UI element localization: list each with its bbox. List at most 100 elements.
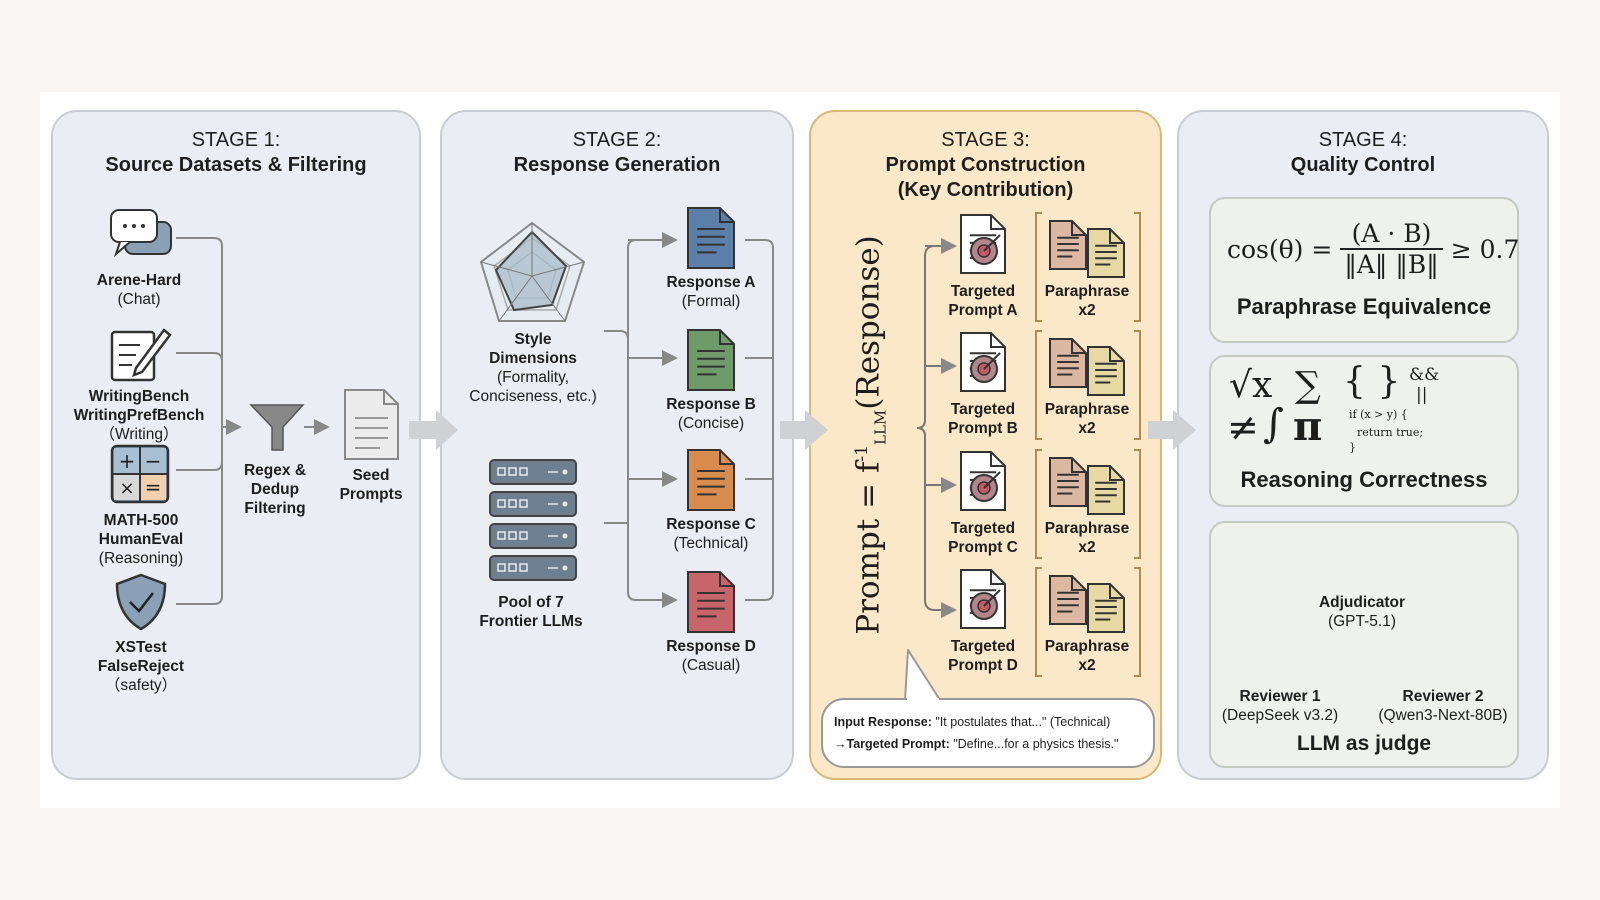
source-name-2: FalseReject — [97, 658, 185, 675]
stage3-subtitle2: (Key Contribution) — [897, 179, 1074, 201]
target-document-icon — [960, 451, 1006, 511]
svg-text:−: − — [145, 449, 162, 473]
targeted-prompt-line: Targeted — [950, 520, 1016, 537]
source-name: MATH-500 — [103, 512, 179, 529]
document-pen-icon — [110, 328, 172, 382]
paraphrase-bracket — [1035, 330, 1141, 440]
cos-lhs: cos(θ) = — [1227, 234, 1333, 264]
stage1-title: STAGE 1: — [191, 129, 281, 151]
paraphrase-line: Paraphrase — [1044, 520, 1130, 537]
paraphrase-line: Paraphrase — [1044, 401, 1130, 418]
formula-sub: LLM — [871, 409, 890, 446]
sum-symbol: ∑ — [1295, 365, 1321, 406]
source-category: (Chat) — [117, 291, 161, 308]
paraphrase-equivalence-box: cos(θ) = (A · B) ‖A‖ ‖B‖ ≥ 0.7 Paraphras… — [1209, 197, 1519, 343]
stage1-connectors — [176, 237, 330, 605]
stage1-header: STAGE 1: Source Datasets & Filtering — [53, 128, 419, 178]
source-xstest: XSTest FalseReject （safety） — [98, 638, 184, 695]
llm-pool-label: Pool of 7 Frontier LLMs — [479, 593, 582, 631]
llm-judge-title: LLM as judge — [1296, 732, 1432, 755]
example-callout — [821, 649, 1155, 768]
sqrt-symbol: √x — [1229, 365, 1273, 406]
svg-text:=: = — [145, 475, 162, 499]
code-line-3: } — [1349, 441, 1356, 454]
paraphrase-bracket — [1035, 212, 1141, 322]
shield-check-icon — [115, 573, 167, 631]
neq-symbol: ≠ — [1227, 405, 1259, 449]
source-writingbench: WritingBench WritingPrefBench （Writing） — [74, 387, 205, 444]
adjudicator-model: (GPT-5.1) — [1327, 613, 1397, 630]
paraphrase-label: Paraphrase x2 — [1045, 519, 1129, 557]
targeted-prompt-icons — [960, 212, 1141, 677]
and-symbol: && — [1409, 365, 1440, 385]
targeted-prompt-line: Prompt A — [948, 302, 1018, 319]
reasoning-correctness-box: √x ∑ { } && || ≠ ∫ π if (x > y) { return… — [1209, 355, 1519, 507]
response-style: (Technical) — [673, 535, 749, 552]
response-style: (Concise) — [677, 415, 745, 432]
stage4-header: STAGE 4: Quality Control — [1179, 128, 1547, 178]
formula-left: Prompt = f — [850, 461, 887, 635]
paraphrase-document-icon — [1049, 457, 1087, 507]
calculator-icon: + − × = — [110, 444, 170, 504]
response-document-icon — [687, 449, 735, 511]
paraphrase-line: x2 — [1078, 539, 1096, 556]
paraphrase-document-icon — [1049, 575, 1087, 625]
filter-label: Regex & Dedup Filtering — [244, 461, 306, 518]
adjudicator-label: Adjudicator (GPT-5.1) — [1319, 593, 1405, 631]
style-dimensions-label: Style Dimensions (Formality, Conciseness… — [469, 330, 597, 406]
filter-label-line: Regex & — [243, 462, 307, 479]
server-stack-icon — [489, 459, 577, 581]
source-name: XSTest — [115, 639, 167, 656]
stage3-title: STAGE 3: — [941, 129, 1030, 151]
braces-symbol: { } — [1343, 361, 1401, 402]
response-label: Response D(Casual) — [666, 637, 756, 675]
reviewer-1-model: (DeepSeek v3.2) — [1221, 707, 1339, 724]
stage3-brace — [916, 238, 957, 618]
paraphrase-equivalence-title: Paraphrase Equivalence — [1236, 294, 1492, 319]
paraphrase-line: Paraphrase — [1044, 638, 1130, 655]
paraphrase-document-icon — [1087, 228, 1125, 278]
seed-prompts-label: Seed Prompts — [340, 466, 403, 504]
response-style: (Formal) — [681, 293, 741, 310]
pool-label-line: Pool of 7 — [498, 594, 564, 611]
style-label-line: Style — [514, 331, 552, 348]
paraphrase-document-icon — [1087, 583, 1125, 633]
integral-symbol: ∫ — [1263, 401, 1284, 447]
response-document-icon — [687, 571, 735, 633]
paraphrase-label: Paraphrase x2 — [1045, 400, 1129, 438]
stage4-title: STAGE 4: — [1318, 129, 1408, 151]
formula-right: (Response) — [850, 235, 887, 410]
target-document-icon — [960, 569, 1006, 629]
response-label: Response A(Formal) — [666, 273, 755, 311]
reviewer-1-name: Reviewer 1 — [1239, 688, 1321, 705]
paraphrase-bracket — [1035, 449, 1141, 559]
stage2-subtitle: Response Generation — [513, 154, 721, 176]
targeted-prompt-line: Targeted — [950, 638, 1016, 655]
response-label: Response B(Concise) — [666, 395, 756, 433]
targeted-prompt-line: Targeted — [950, 283, 1016, 300]
paraphrase-line: x2 — [1078, 302, 1096, 319]
stage3-subtitle: Prompt Construction — [885, 154, 1086, 176]
targeted-prompt-line: Targeted — [950, 401, 1016, 418]
seed-label-line: Seed — [352, 467, 390, 484]
filter-label-line: Filtering — [244, 500, 306, 517]
stage1-to-stage2-arrow — [409, 410, 458, 450]
source-math-500: MATH-500 HumanEval (Reasoning) — [99, 511, 183, 568]
inverse-formula: Prompt = f-1LLM(Response) — [850, 235, 889, 635]
paraphrase-document-icon — [1087, 346, 1125, 396]
cos-fraction: (A · B) ‖A‖ ‖B‖ — [1340, 219, 1443, 279]
paraphrase-line: Paraphrase — [1044, 283, 1130, 300]
style-sub-line: Conciseness, etc.) — [469, 388, 597, 405]
example-output-text: "Define...for a physics thesis." — [949, 737, 1119, 751]
chat-bubbles-icon — [110, 209, 172, 258]
paraphrase-line: x2 — [1078, 420, 1096, 437]
svg-text:+: + — [119, 449, 136, 473]
example-input-text: "It postulates that..." (Technical) — [931, 715, 1111, 729]
paraphrase-document-icon — [1049, 338, 1087, 388]
stage1-subtitle: Source Datasets & Filtering — [105, 154, 367, 176]
